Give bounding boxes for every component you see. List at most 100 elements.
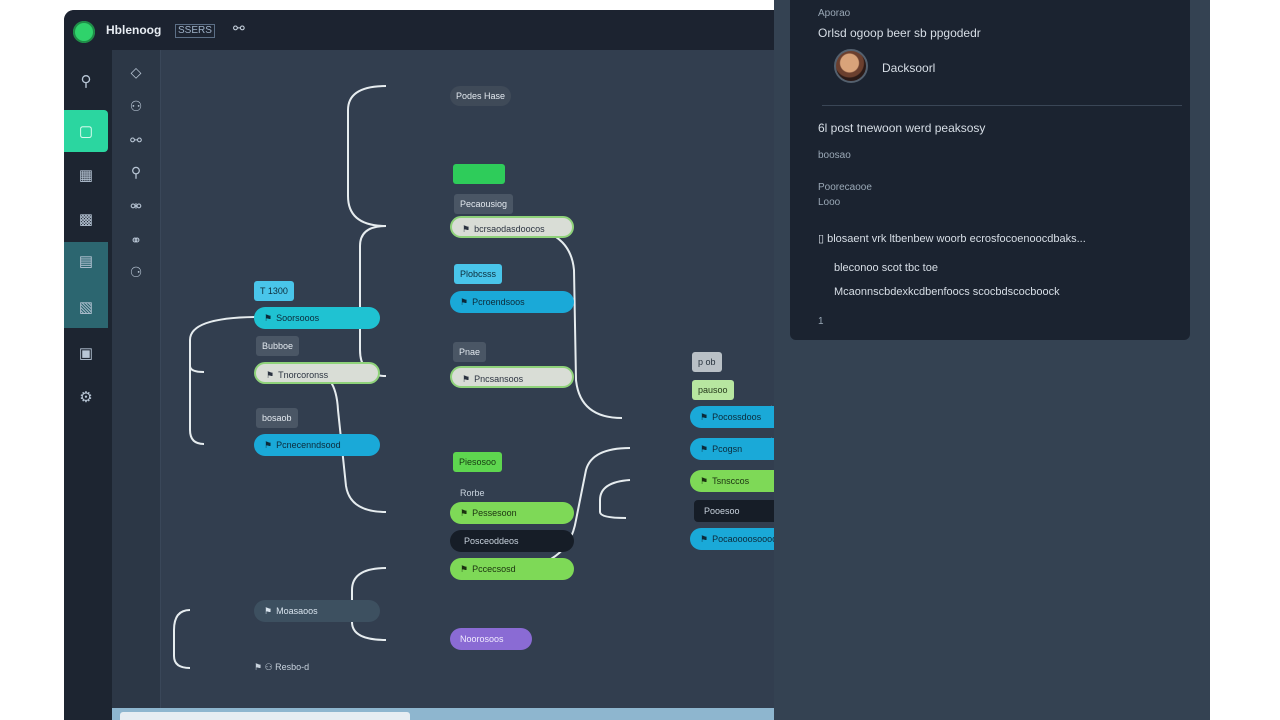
apps-icon[interactable]: ▧ [78, 299, 94, 316]
node-icon: ⚑ [700, 412, 709, 422]
diamond-icon[interactable]: ◇ [130, 64, 142, 80]
primary-sidebar: ⚲ ▢ ▦ ▩ ▤ ▧ ▣ ⚙ [64, 50, 112, 720]
node-label: Pcroendsoos [472, 297, 525, 307]
tag-label[interactable]: T 1300 [254, 281, 294, 301]
map-node-plain[interactable]: ⚑ ⚇ Resbo-d [254, 662, 309, 673]
link-line [359, 225, 387, 377]
settings-icon[interactable]: ⚙ [79, 389, 93, 406]
panel-label: boosao [818, 150, 851, 161]
node-icon: ⚑ [264, 606, 273, 616]
details-card: Aporao Orlsd ogoop beer sb ppgodedr Dack… [790, 0, 1190, 340]
tag-label[interactable]: Bubboe [256, 336, 300, 356]
panel-footer: 1 [818, 316, 824, 327]
chat-icon[interactable]: ▢ [64, 110, 108, 152]
map-node[interactable]: ⚑Pcroendsoos [450, 291, 574, 313]
map-node[interactable]: ⚑Pocaoooosoooos [690, 528, 774, 550]
node-label: Pocaoooosoooos [712, 534, 774, 544]
merge-icon[interactable]: ⚭ [130, 232, 142, 248]
link-icon[interactable]: ⚯ [233, 20, 245, 36]
tag-label[interactable]: Podes Hase [450, 86, 512, 106]
user-name[interactable]: Dacksoorl [882, 61, 936, 75]
top-bar: Hblenoog SSERS ⚯ [64, 10, 774, 50]
pin-icon[interactable]: ⚲ [80, 73, 92, 90]
tag-label[interactable]: Pecaousiog [454, 194, 514, 214]
tree-icon[interactable]: ⚯ [130, 132, 142, 148]
nodes-icon[interactable]: ⚇ [129, 98, 143, 114]
app-title: Hblenoog [106, 23, 162, 37]
map-node[interactable]: ⚑Tnorcoronss [254, 362, 380, 384]
node-label: bcrsaodasdoocos [474, 224, 545, 234]
panel-description: 6l post tnewoon werd peaksosy [818, 121, 986, 135]
bottom-scrollbar[interactable] [112, 708, 774, 720]
panel-label: Aporao [818, 8, 851, 19]
avatar[interactable] [834, 49, 868, 83]
map-node[interactable]: Noorosoos [450, 628, 532, 650]
node-label: Tnorcoronss [278, 370, 329, 380]
panel-list-item[interactable]: ▯ blosaent vrk ltbenbew woorb ecrosfocoe… [818, 232, 1086, 245]
tag-label[interactable] [453, 164, 505, 184]
tag-label[interactable]: Pnae [453, 342, 487, 362]
node-icon: ⚑ [460, 564, 469, 574]
node-icon: ⚑ [460, 297, 469, 307]
map-node[interactable]: ⚑Pocossdoos [690, 406, 774, 428]
node-icon: ⚑ [264, 440, 273, 450]
folder-icon[interactable]: ▣ [78, 345, 94, 362]
map-node[interactable]: ⚑Pessesoon [450, 502, 574, 524]
tag-label[interactable]: Piesosoo [453, 452, 503, 472]
calendar-icon[interactable]: ▦ [78, 167, 94, 184]
node-label: Pooesoo [704, 506, 740, 516]
map-node[interactable]: ⚑Tsnsccos [690, 470, 774, 492]
layers-icon[interactable]: ⚆ [129, 264, 143, 280]
link-line [509, 225, 623, 419]
divider [822, 105, 1182, 106]
mind-map-canvas[interactable]: Podes Hase Pecaousiog Plobcsss Pnae T 13… [160, 50, 774, 720]
map-node[interactable]: ⚑Pcogsn [690, 438, 774, 460]
panel-label: Looo [818, 197, 841, 208]
map-node[interactable]: ⚑Pccecsosd [450, 558, 574, 580]
tag-label[interactable]: Plobcsss [454, 264, 503, 284]
node-icon: ⚑ [700, 476, 709, 486]
node-label: Posceoddeos [464, 536, 519, 546]
map-node[interactable]: Pooesoo [694, 500, 774, 522]
flow-icon[interactable]: ⚮ [130, 198, 142, 214]
grid-icon[interactable]: ▩ [78, 211, 94, 228]
map-node[interactable]: Posceoddeos [450, 530, 574, 552]
node-label: Moasaoos [276, 606, 318, 616]
link-line [189, 366, 205, 445]
scrollbar-thumb[interactable] [120, 712, 410, 720]
node-icon: ⚑ ⚇ [254, 662, 273, 672]
link-line [173, 609, 191, 669]
link-line [347, 85, 387, 227]
node-label: Tsnsccos [712, 476, 750, 486]
branch-icon[interactable]: ⚲ [130, 164, 142, 180]
tool-sidebar: ◇ ⚇ ⚯ ⚲ ⚮ ⚭ ⚆ [112, 50, 161, 720]
link-line [599, 479, 631, 519]
tag-label[interactable]: pausoo [692, 380, 734, 400]
node-icon: ⚑ [700, 444, 709, 454]
map-node[interactable]: ⚑Pcnecenndsood [254, 434, 380, 456]
map-node[interactable]: ⚑Moasaoos [254, 600, 380, 622]
app-badge: SSERS [175, 24, 215, 38]
node-icon: ⚑ [460, 508, 469, 518]
tag-label[interactable]: bosaob [256, 408, 298, 428]
details-panel: Aporao Orlsd ogoop beer sb ppgodedr Dack… [774, 0, 1210, 720]
panel-header: Orlsd ogoop beer sb ppgodedr [818, 26, 981, 40]
app-logo[interactable] [73, 21, 95, 43]
panel-label: Poorecaooe [818, 182, 872, 193]
panel-list-item[interactable]: Mcaonnscbdexkcdbenfoocs scocbdscocboock [834, 286, 1060, 298]
app-window: Hblenoog SSERS ⚯ ⚲ ▢ ▦ ▩ ▤ ▧ ▣ ⚙ ◇ ⚇ ⚯ ⚲… [64, 10, 774, 720]
board-icon[interactable]: ▤ [64, 242, 108, 328]
node-label: Soorsooos [276, 313, 320, 323]
map-node[interactable]: ⚑Soorsooos [254, 307, 380, 329]
node-icon: ⚑ [462, 374, 471, 384]
map-node[interactable]: ⚑Pncsansoos [450, 366, 574, 388]
node-label: Noorosoos [460, 634, 504, 644]
panel-list-item[interactable]: bleconoo scot tbc toe [834, 262, 938, 274]
page-margin [1210, 0, 1280, 720]
node-label: Pessesoon [472, 508, 517, 518]
node-label: Pncsansoos [474, 374, 524, 384]
tag-label[interactable]: p ob [692, 352, 722, 372]
map-node[interactable]: ⚑bcrsaodasdoocos [450, 216, 574, 238]
panel-list-item-text: blosaent vrk ltbenbew woorb ecrosfocoeno… [827, 233, 1086, 245]
node-label: Pcnecenndsood [276, 440, 341, 450]
